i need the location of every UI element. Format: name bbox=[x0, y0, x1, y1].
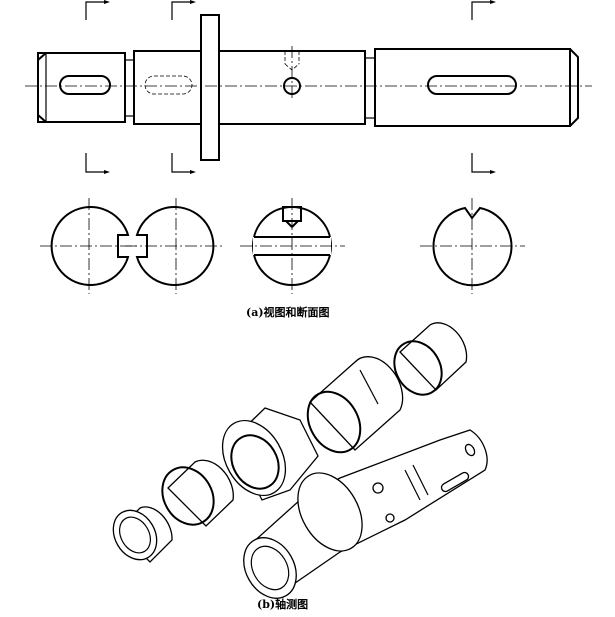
left-keyway bbox=[59, 75, 111, 95]
caption-a: (a)视图和断面图 bbox=[246, 306, 330, 319]
section-3 bbox=[240, 198, 345, 294]
iso-full-shaft bbox=[243, 429, 488, 599]
shaft-front-view bbox=[25, 0, 592, 174]
iso-piece-4 bbox=[306, 356, 404, 454]
section-4 bbox=[420, 198, 525, 294]
right-keyway bbox=[427, 75, 517, 95]
iso-piece-1 bbox=[112, 506, 173, 563]
section-1 bbox=[40, 198, 140, 294]
section-2 bbox=[125, 198, 225, 294]
iso-piece-2 bbox=[161, 459, 234, 527]
isometric-view bbox=[112, 322, 488, 599]
iso-piece-3 bbox=[221, 407, 319, 501]
cross-sections bbox=[40, 198, 525, 294]
hidden-keyway bbox=[144, 75, 193, 95]
caption-b: (b)轴测图 bbox=[257, 598, 309, 611]
iso-piece-5 bbox=[393, 322, 468, 396]
